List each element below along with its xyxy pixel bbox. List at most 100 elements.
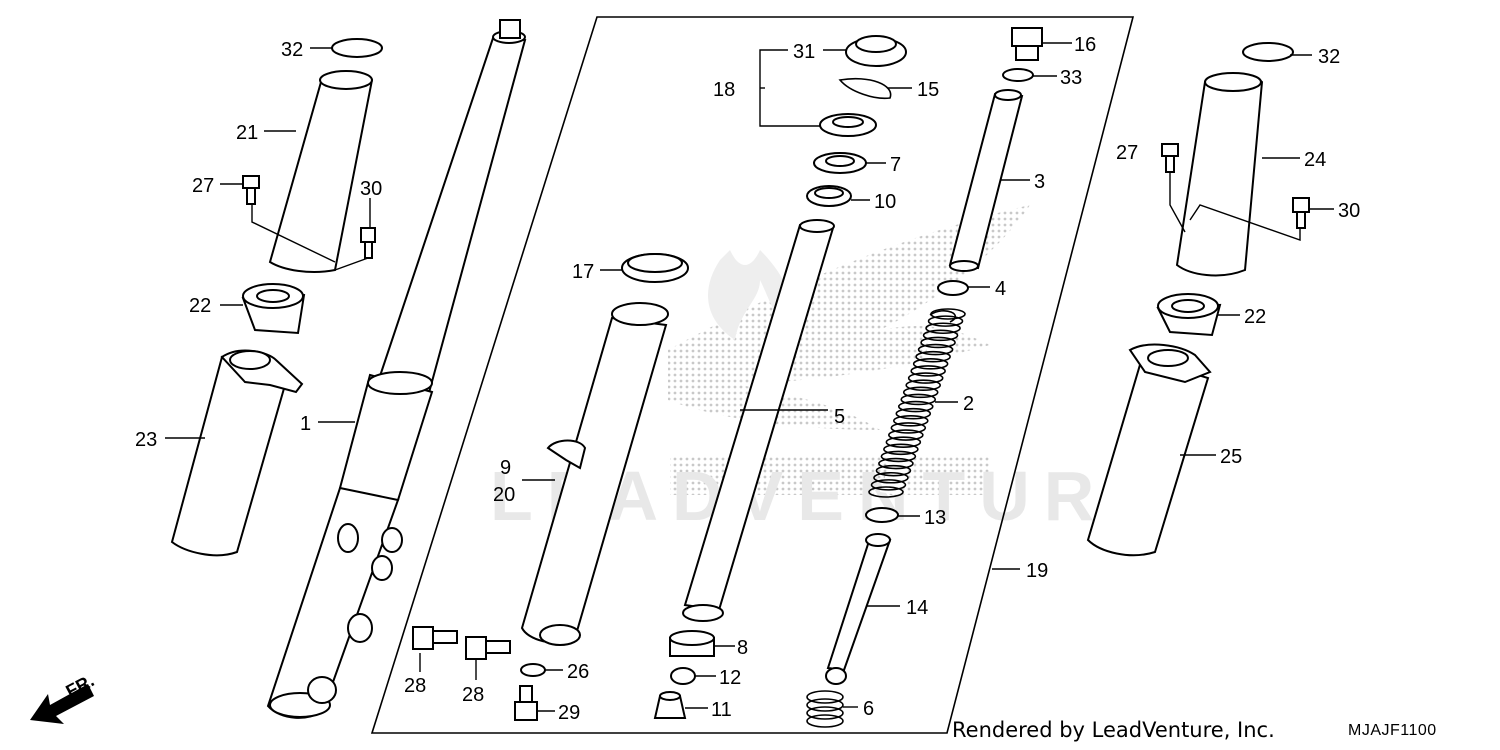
fork-cover-21-top: [319, 70, 373, 90]
fork-spring-2: [868, 308, 966, 498]
bolt-28-b: [465, 636, 511, 660]
callout-16: 16: [1074, 34, 1096, 56]
bolt-27-right: [1161, 143, 1179, 173]
spring-coil: [927, 315, 964, 327]
callout-21: 21: [236, 122, 258, 144]
front-direction-arrow-icon: [30, 684, 94, 724]
leader-lines: [165, 42, 1334, 712]
damper-rod-14: [825, 533, 892, 685]
callout-17: 17: [572, 261, 594, 283]
callout-8: 8: [737, 637, 748, 659]
callout-6: 6: [863, 698, 874, 720]
callout-25: 25: [1220, 446, 1242, 468]
spring-coil: [907, 372, 944, 384]
fork-cover-24: [1175, 72, 1264, 277]
spring-coil: [878, 457, 914, 470]
callout-11: 11: [711, 699, 732, 721]
callout-32-left: 32: [281, 39, 303, 61]
callout-30-left: 30: [360, 178, 382, 200]
callout-23: 23: [135, 429, 157, 451]
callout-32-right: 32: [1318, 46, 1340, 68]
bolt-30-right: [1292, 197, 1310, 229]
fork-assembly-1: [266, 19, 527, 719]
callout-31: 31: [793, 41, 815, 63]
spring-coil: [905, 379, 942, 392]
drain-bolt-29: [514, 685, 538, 721]
bolt-30-left: [360, 227, 376, 259]
callout-26: 26: [567, 661, 589, 683]
render-credit: Rendered by LeadVenture, Inc.: [952, 718, 1275, 742]
spring-coil: [870, 479, 907, 491]
spring-seat-4: [937, 280, 969, 296]
spring-coil: [880, 450, 917, 463]
callout-19: 19: [1026, 560, 1048, 582]
diagram-code: MJAJF1100: [1348, 722, 1437, 739]
spring-coil: [890, 422, 927, 434]
stop-ring-15: [838, 77, 892, 100]
slider-bushing-10: [806, 185, 852, 207]
lower-cover-25: [1086, 343, 1212, 557]
callout-3: 3: [1034, 171, 1045, 193]
callout-18: 18: [713, 79, 735, 101]
callout-9: 9: [500, 457, 511, 479]
back-up-ring-7: [813, 152, 867, 174]
callout-22-left: 22: [189, 295, 211, 317]
callout-4: 4: [995, 278, 1006, 300]
callout-28-b: 28: [462, 684, 484, 706]
bolt-28-a: [412, 626, 458, 650]
spring-collar-3: [948, 89, 1024, 272]
spring-coil: [922, 329, 959, 342]
inner-tube-5: [682, 219, 835, 622]
o-ring-32-right: [1242, 42, 1294, 62]
dust-seal-31: [845, 35, 907, 67]
callout-24: 24: [1304, 149, 1326, 171]
spring-coil: [902, 386, 939, 399]
callout-30-right: 30: [1338, 200, 1360, 222]
spring-coil: [868, 486, 904, 498]
lower-cover-23: [170, 349, 304, 557]
bushing-8: [669, 630, 715, 657]
oil-seal-17: [621, 253, 689, 283]
callout-15: 15: [917, 79, 939, 101]
spring-coil: [875, 464, 912, 477]
callout-28-a: 28: [404, 675, 426, 697]
callout-14: 14: [906, 597, 928, 619]
callout-22-right: 22: [1244, 306, 1266, 328]
callout-13: 13: [924, 507, 946, 529]
spring-coil: [900, 393, 937, 406]
spring-coil: [915, 350, 951, 363]
fork-cap-bolt-16: [1011, 27, 1043, 61]
callout-7: 7: [890, 154, 901, 176]
bushing-22-left: [241, 283, 306, 335]
callout-29: 29: [558, 702, 580, 724]
rebound-spring-6: [806, 690, 844, 728]
washer-26: [520, 663, 546, 677]
piston-ring-13: [865, 507, 899, 523]
slider-9-20: [520, 302, 669, 646]
internal-parts-frame: [370, 16, 1135, 734]
callout-27-right: 27: [1116, 142, 1138, 164]
callout-33: 33: [1060, 67, 1082, 89]
spring-coil: [895, 407, 932, 420]
spring-coil: [917, 343, 954, 356]
fork-cover-21: [268, 72, 374, 273]
bolt-27-left: [242, 175, 260, 205]
oil-lock-piece-11: [653, 691, 687, 719]
callout-27-left: 27: [192, 175, 214, 197]
spring-coil: [888, 429, 924, 441]
callout-labels: 32 21 27 30 22 23 1 17 9 20 28 28 26 29 …: [135, 34, 1360, 724]
o-ring-33: [1002, 68, 1034, 82]
spring-coil: [892, 414, 929, 427]
spring-coil: [930, 308, 966, 320]
callout-12: 12: [719, 667, 741, 689]
spring-coil: [897, 400, 934, 413]
callout-10: 10: [874, 191, 896, 213]
o-ring-32-left: [331, 38, 383, 58]
spring-coil: [885, 436, 922, 448]
spring-coil: [910, 365, 946, 377]
callout-20: 20: [493, 484, 515, 506]
oil-seal-18: [819, 113, 877, 137]
spring-coil: [873, 471, 909, 484]
callout-1: 1: [300, 413, 311, 435]
